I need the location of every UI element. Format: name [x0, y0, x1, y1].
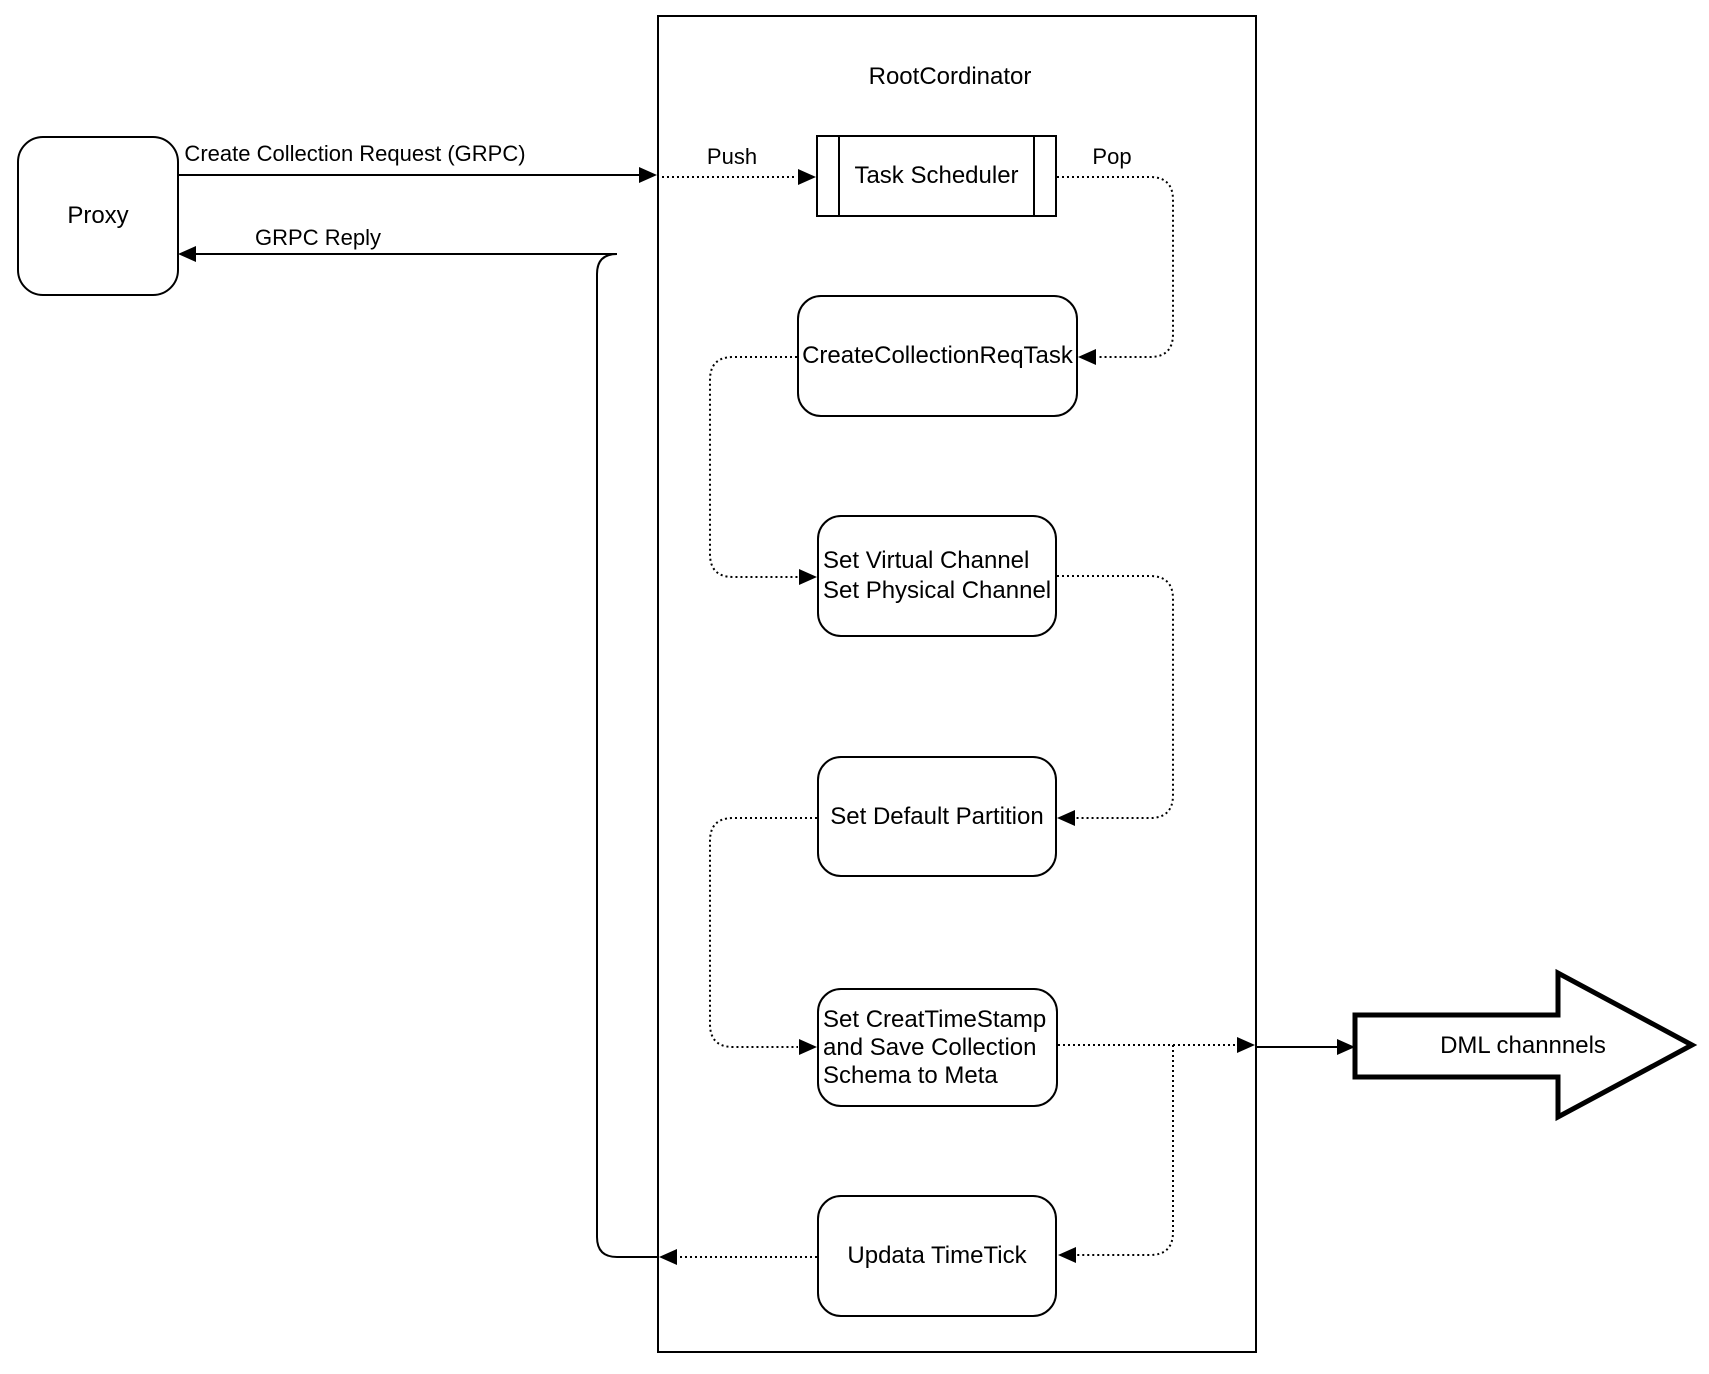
solid-edges — [178, 174, 1338, 1258]
edge-defaultpartition-to-timestamp — [709, 817, 817, 1048]
arrowhead-into-rootcordinator — [639, 167, 657, 183]
solid-arrowheads — [178, 167, 1355, 1055]
task-scheduler-node: Task Scheduler — [816, 135, 1057, 217]
set-creat-timestamp-line1: Set CreatTimeStamp — [823, 1005, 1047, 1033]
updata-timetick-label: Updata TimeTick — [847, 1242, 1027, 1269]
proxy-node: Proxy — [17, 136, 179, 296]
task-scheduler-label: Task Scheduler — [854, 162, 1019, 189]
arrowhead-into-timetick — [1058, 1247, 1076, 1263]
dml-channels-arrow-shape — [1352, 968, 1698, 1122]
edge-label-pop: Pop — [1092, 144, 1132, 169]
create-collection-req-task-label: CreateCollectionReqTask — [802, 342, 1073, 369]
rootcordinator-title: RootCordinator — [868, 63, 1032, 90]
set-virtual-channel-line2: Set Physical Channel — [823, 577, 1052, 604]
edge-grpc-reply-line — [194, 253, 657, 1258]
dotted-edges — [657, 176, 1237, 1258]
dml-channels-label: DML channnels — [1440, 1032, 1606, 1059]
edge-label-create-collection-request: Create Collection Request (GRPC) — [184, 141, 526, 166]
arrowhead-at-right-border — [1237, 1037, 1255, 1053]
arrowhead-into-defaultpartition — [1057, 810, 1075, 826]
edge-label-grpc-reply: GRPC Reply — [255, 225, 381, 250]
edge-pop-line — [1057, 176, 1174, 358]
rootcordinator-container — [657, 15, 1257, 1353]
set-creat-timestamp-node: Set CreatTimeStamp and Save Collection S… — [817, 988, 1058, 1107]
arrowhead-into-reqtask — [1078, 349, 1096, 365]
arrowhead-into-dml — [1337, 1039, 1355, 1055]
arrowhead-into-taskscheduler — [798, 169, 816, 185]
task-scheduler-right-bar — [1033, 135, 1035, 217]
edge-timestamp-to-timetick — [1077, 1045, 1174, 1256]
proxy-label: Proxy — [67, 202, 129, 229]
set-creat-timestamp-line2: and Save Collection — [823, 1033, 1037, 1061]
set-default-partition-label: Set Default Partition — [830, 802, 1044, 830]
task-scheduler-left-bar — [838, 135, 840, 217]
updata-timetick-node: Updata TimeTick — [817, 1195, 1057, 1317]
create-collection-req-task-node: CreateCollectionReqTask — [797, 295, 1078, 417]
arrowhead-into-virtualchannel — [799, 569, 817, 585]
edge-label-push: Push — [706, 144, 758, 169]
arrowhead-into-proxy — [178, 246, 196, 262]
arrowhead-into-timestamp — [799, 1039, 817, 1055]
set-virtual-channel-node: Set Virtual Channel Set Physical Channel — [817, 515, 1057, 637]
arrowhead-at-left-border — [659, 1249, 677, 1265]
set-virtual-channel-line1: Set Virtual Channel — [823, 547, 1030, 574]
set-default-partition-node: Set Default Partition — [817, 756, 1057, 877]
dotted-arrowheads — [659, 169, 1255, 1265]
set-creat-timestamp-line3: Schema to Meta — [823, 1061, 998, 1089]
